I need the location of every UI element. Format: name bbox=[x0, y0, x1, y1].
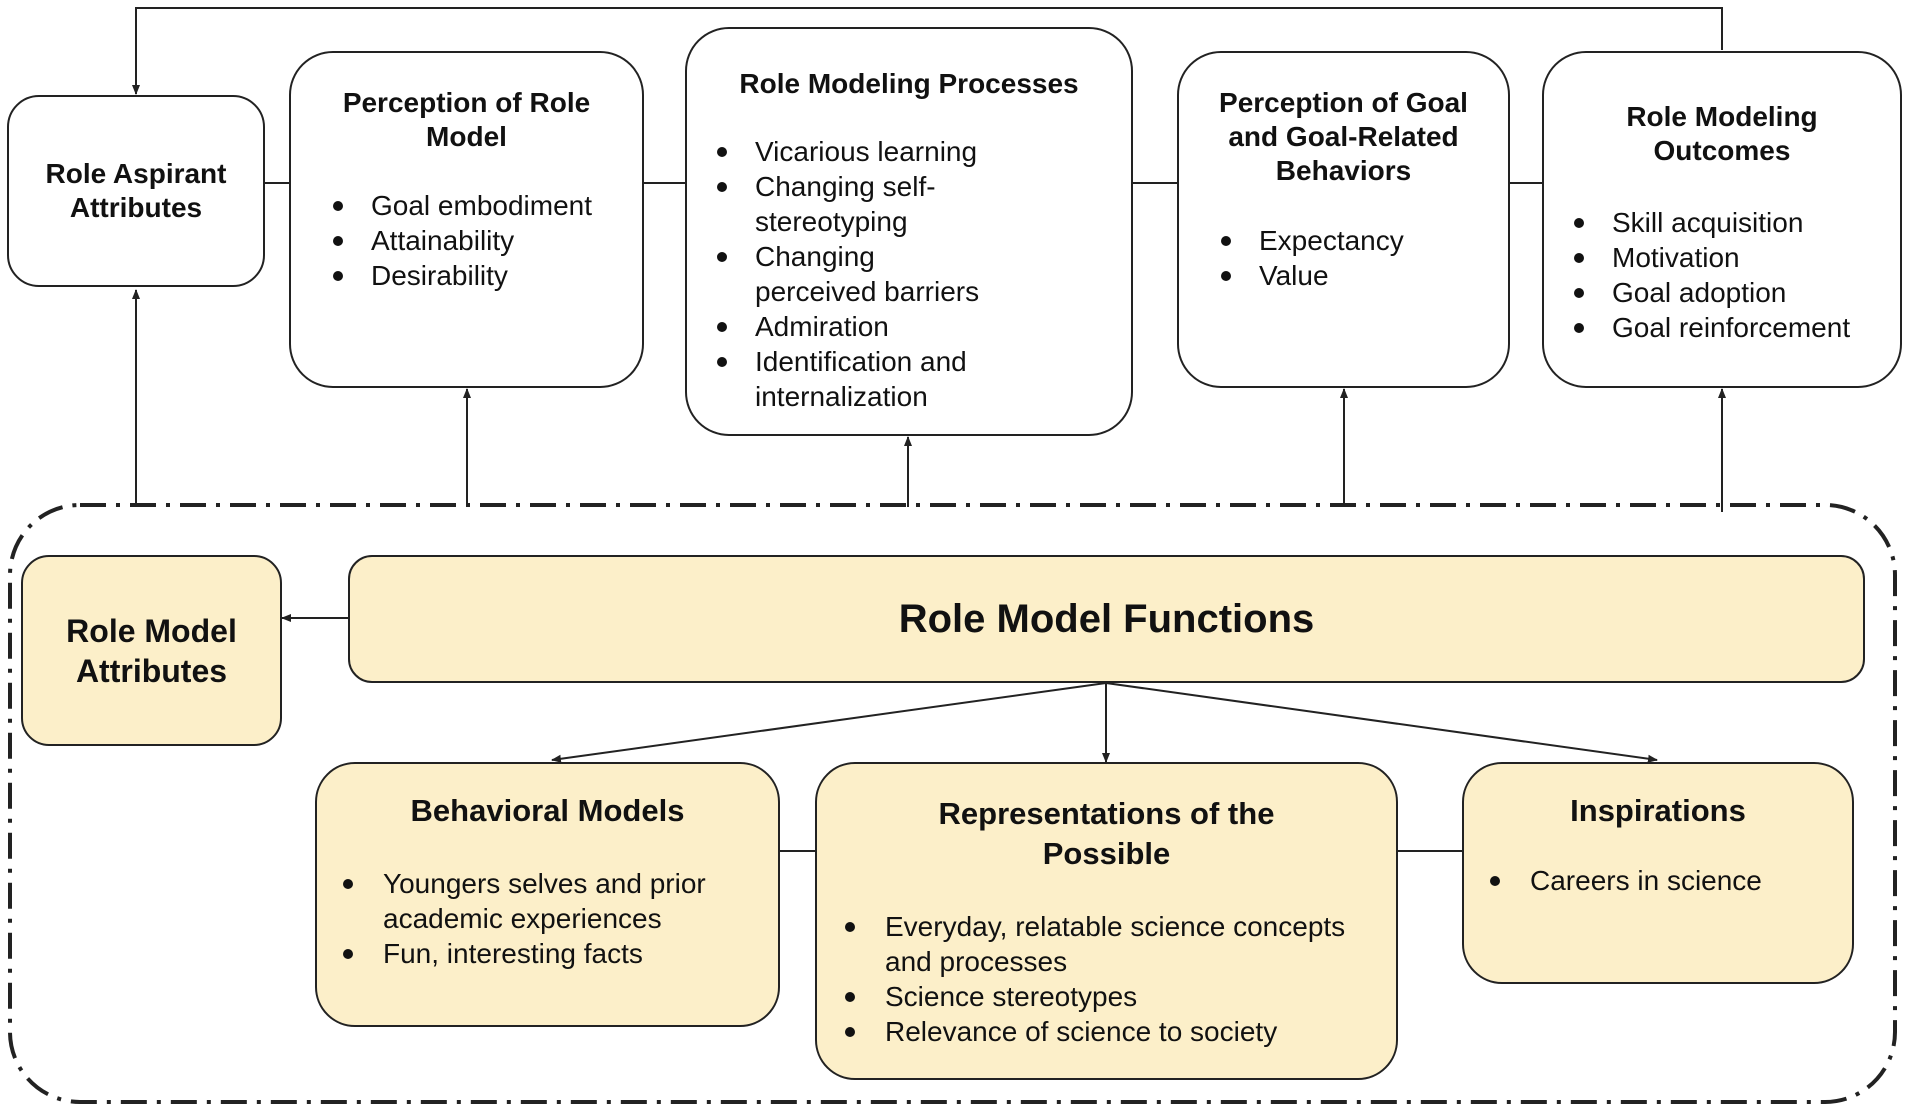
inspirations-list: Careers in science bbox=[1486, 863, 1826, 898]
list-item: Admiration bbox=[711, 309, 1001, 344]
list-item: Youngers selves and prior academic exper… bbox=[339, 866, 739, 936]
role-modeling-processes-box: Role Modeling Processes Vicarious learni… bbox=[685, 27, 1133, 436]
perception-goal-box: Perception of Goal and Goal-Related Beha… bbox=[1177, 51, 1510, 388]
role-modeling-processes-title: Role Modeling Processes bbox=[739, 68, 1079, 99]
inspirations-title: Inspirations bbox=[1570, 793, 1746, 828]
list-item: Science stereotypes bbox=[841, 979, 1371, 1014]
role-aspirant-title: Role Aspirant Attributes bbox=[45, 158, 227, 223]
list-item: Value bbox=[1215, 258, 1475, 293]
role-modeling-outcomes-title: Role Modeling Outcomes bbox=[1626, 101, 1818, 166]
perception-goal-list: Expectancy Value bbox=[1215, 223, 1475, 293]
list-item: Changing perceived barriers bbox=[711, 239, 1001, 309]
arrow-functions-behavioral bbox=[551, 682, 1107, 763]
role-model-functions-title: Role Model Functions bbox=[898, 597, 1315, 641]
list-item: Careers in science bbox=[1486, 863, 1826, 898]
perception-goal-title: Perception of Goal and Goal-Related Beha… bbox=[1219, 87, 1468, 186]
role-model-attributes-title: Role Model Attributes bbox=[66, 613, 237, 689]
arrow-functions-inspirations bbox=[1105, 682, 1658, 763]
list-item: Goal reinforcement bbox=[1568, 310, 1888, 345]
list-item: Goal adoption bbox=[1568, 275, 1888, 310]
list-item: Everyday, relatable science concepts and… bbox=[841, 909, 1371, 979]
list-item: Relevance of science to society bbox=[841, 1014, 1371, 1049]
perception-role-model-title: Perception of Role Model bbox=[342, 87, 591, 152]
perception-role-model-list: Goal embodiment Attainability Desirabili… bbox=[327, 188, 627, 293]
list-item: Skill acquisition bbox=[1568, 205, 1888, 240]
list-item: Desirability bbox=[327, 258, 627, 293]
representations-title: Representations of the Possible bbox=[938, 796, 1275, 871]
role-model-region bbox=[8, 503, 1897, 1104]
role-model-functions-box: Role Model Functions bbox=[348, 555, 1865, 683]
list-item: Goal embodiment bbox=[327, 188, 627, 223]
list-item: Attainability bbox=[327, 223, 627, 258]
list-item: Vicarious learning bbox=[711, 134, 1001, 169]
list-item: Motivation bbox=[1568, 240, 1888, 275]
representations-box: Representations of the Possible Everyday… bbox=[815, 762, 1398, 1080]
role-modeling-outcomes-box: Role Modeling Outcomes Skill acquisition… bbox=[1542, 51, 1902, 388]
representations-list: Everyday, relatable science concepts and… bbox=[841, 909, 1371, 1049]
list-item: Changing self-stereotyping bbox=[711, 169, 1001, 239]
perception-role-model-box: Perception of Role Model Goal embodiment… bbox=[289, 51, 644, 388]
behavioral-models-list: Youngers selves and prior academic exper… bbox=[339, 866, 739, 971]
role-model-attributes-box: Role Model Attributes bbox=[21, 555, 282, 746]
role-modeling-processes-list: Vicarious learning Changing self-stereot… bbox=[711, 134, 1001, 414]
inspirations-box: Inspirations Careers in science bbox=[1462, 762, 1854, 984]
list-item: Identification and internalization bbox=[711, 344, 1001, 414]
role-modeling-outcomes-list: Skill acquisition Motivation Goal adopti… bbox=[1568, 205, 1888, 345]
list-item: Expectancy bbox=[1215, 223, 1475, 258]
behavioral-models-title: Behavioral Models bbox=[410, 793, 685, 828]
list-item: Fun, interesting facts bbox=[339, 936, 739, 971]
feedback-arrow bbox=[132, 7, 1723, 95]
role-aspirant-box: Role Aspirant Attributes bbox=[7, 95, 265, 287]
behavioral-models-box: Behavioral Models Youngers selves and pr… bbox=[315, 762, 780, 1027]
